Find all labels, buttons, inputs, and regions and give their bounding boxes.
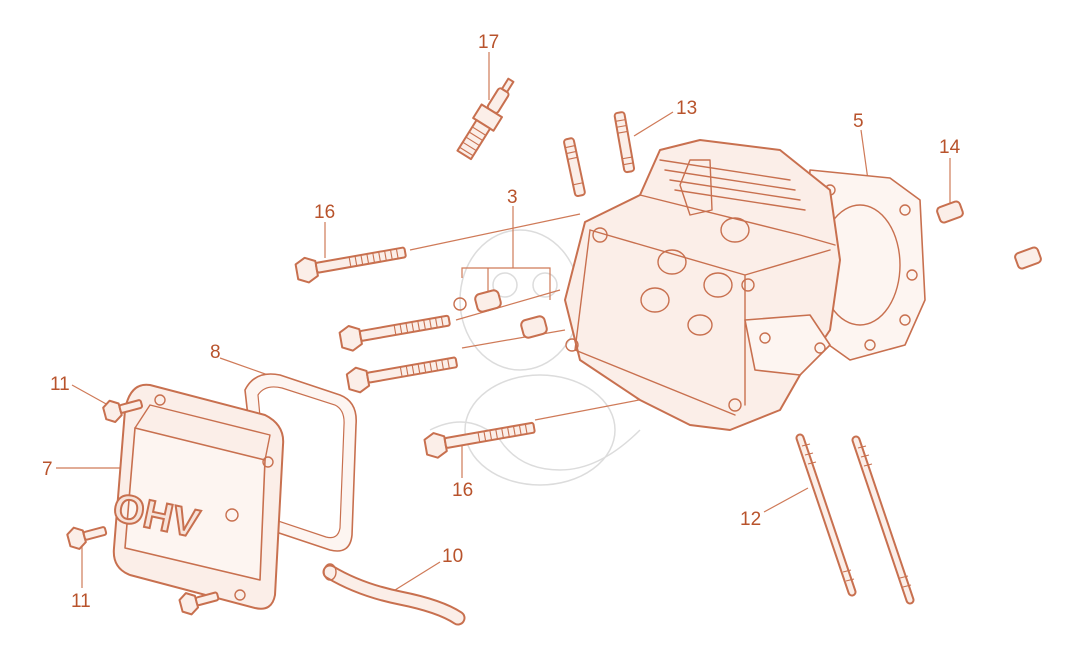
head-bolt-bottom — [423, 421, 536, 459]
dowel-sleeves — [453, 289, 548, 339]
callout-17: 17 — [478, 32, 499, 53]
breather-hose — [322, 563, 466, 626]
callout-7: 7 — [42, 459, 53, 480]
stud-left — [563, 137, 586, 198]
leader-lines — [56, 52, 951, 591]
callout-5: 5 — [853, 111, 864, 132]
callout-labels: 17 13 5 14 16 3 8 11 7 11 16 10 12 — [42, 32, 961, 612]
head-bolt-mid-1 — [338, 314, 451, 352]
callout-16-bottom: 16 — [452, 480, 473, 501]
push-rods — [795, 433, 915, 605]
valve-cover: OHV — [108, 383, 285, 610]
callout-11-top: 11 — [50, 374, 70, 395]
callout-11-bottom: 11 — [71, 591, 91, 612]
watermark-mascot — [429, 229, 641, 486]
cover-screw-lower — [178, 591, 220, 616]
callout-16-top: 16 — [314, 202, 335, 223]
dowel-pins — [936, 200, 1042, 270]
callout-3: 3 — [507, 187, 518, 208]
callout-14: 14 — [939, 137, 961, 158]
callout-10: 10 — [442, 546, 463, 567]
callout-12: 12 — [740, 509, 761, 530]
cover-screw-bottom — [66, 526, 108, 550]
head-bolt-top — [294, 246, 407, 284]
callout-8: 8 — [210, 342, 221, 363]
callout-13: 13 — [676, 98, 697, 119]
head-bolt-mid-2 — [345, 356, 458, 394]
spark-plug — [456, 77, 515, 161]
cover-screw-top — [102, 399, 144, 423]
stud-13 — [613, 111, 636, 174]
cylinder-head — [564, 139, 841, 431]
